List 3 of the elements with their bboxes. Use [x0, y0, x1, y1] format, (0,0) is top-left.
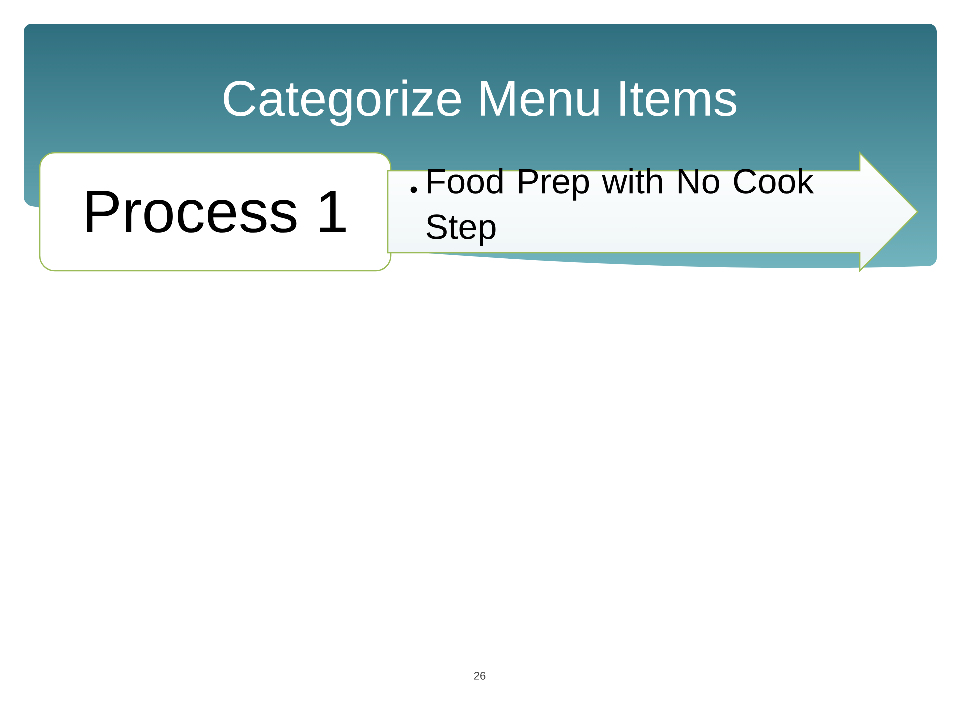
title: Categorize Menu Items	[224, 80, 737, 126]
page-number: 26	[474, 672, 486, 680]
process-box: Process 1	[39, 152, 392, 272]
